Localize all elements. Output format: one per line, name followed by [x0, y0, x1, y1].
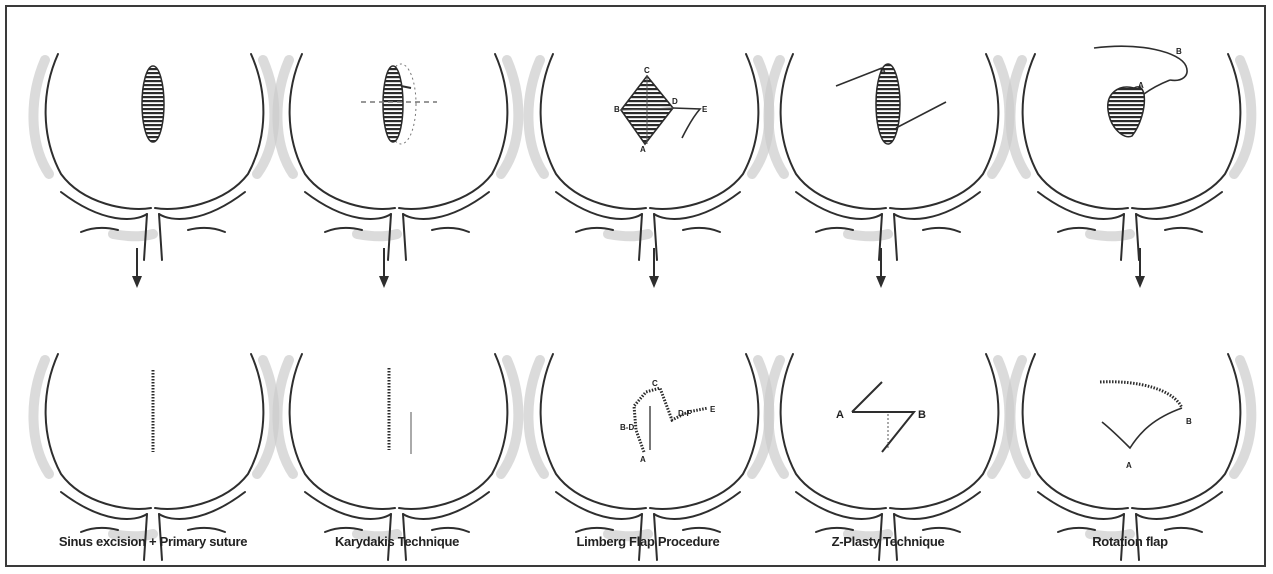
procedure-3-after: B-D D-F E C A	[528, 354, 769, 560]
z-suture-line	[852, 382, 914, 452]
caption-rotation-flap: Rotation flap	[1010, 534, 1250, 549]
point-label-e: E	[702, 105, 708, 114]
procedure-5-before: B A	[1010, 46, 1251, 260]
rotation-suture-line	[1100, 382, 1182, 408]
result-label-b: B	[918, 409, 926, 421]
excision-ellipse	[383, 66, 403, 142]
procedure-4-arrow	[876, 248, 886, 288]
result-label-a: A	[836, 409, 844, 421]
z-incision-upper	[836, 68, 882, 86]
point-label-b: B	[880, 67, 886, 76]
result-label-c: C	[652, 379, 658, 388]
procedure-1-after	[33, 354, 274, 560]
caption-z-plasty: Z-Plasty Technique	[768, 534, 1008, 549]
teardrop-excision	[1108, 87, 1145, 137]
result-label-a: A	[640, 455, 646, 464]
result-label-e: E	[710, 405, 716, 414]
procedure-4-after: A B	[768, 354, 1009, 560]
flap-suture-line	[634, 388, 708, 452]
z-incision-lower	[896, 102, 946, 128]
procedure-2-after	[277, 354, 518, 560]
procedure-1-before	[33, 54, 274, 260]
procedure-5-after: B A	[1010, 354, 1251, 560]
procedure-5-arrow	[1135, 248, 1145, 288]
excision-ellipse	[142, 66, 164, 142]
point-label-d: D	[672, 97, 678, 106]
procedure-2-before	[277, 54, 518, 260]
excision-ellipse	[876, 64, 900, 144]
caption-primary-suture: Sinus excision + Primary suture	[33, 534, 273, 549]
point-label-a: A	[1138, 81, 1144, 90]
result-label-b: B	[1186, 417, 1192, 426]
rotation-incision	[1094, 46, 1187, 80]
point-label-b: B	[614, 105, 620, 114]
flap-incision	[673, 108, 700, 138]
caption-karydakis: Karydakis Technique	[277, 534, 517, 549]
procedure-4-before: B	[768, 54, 1009, 260]
procedure-1-arrow	[132, 248, 142, 288]
result-label-a: A	[1126, 461, 1132, 470]
point-label-c: C	[644, 66, 650, 75]
caption-limberg: Limberg Flap Procedure	[528, 534, 768, 549]
result-label-df: D-F	[678, 409, 691, 418]
procedure-3-before: C B D E A	[528, 54, 769, 260]
point-label-a: A	[640, 145, 646, 154]
point-label-b: B	[1176, 47, 1182, 56]
result-label-bd: B-D	[620, 423, 634, 432]
